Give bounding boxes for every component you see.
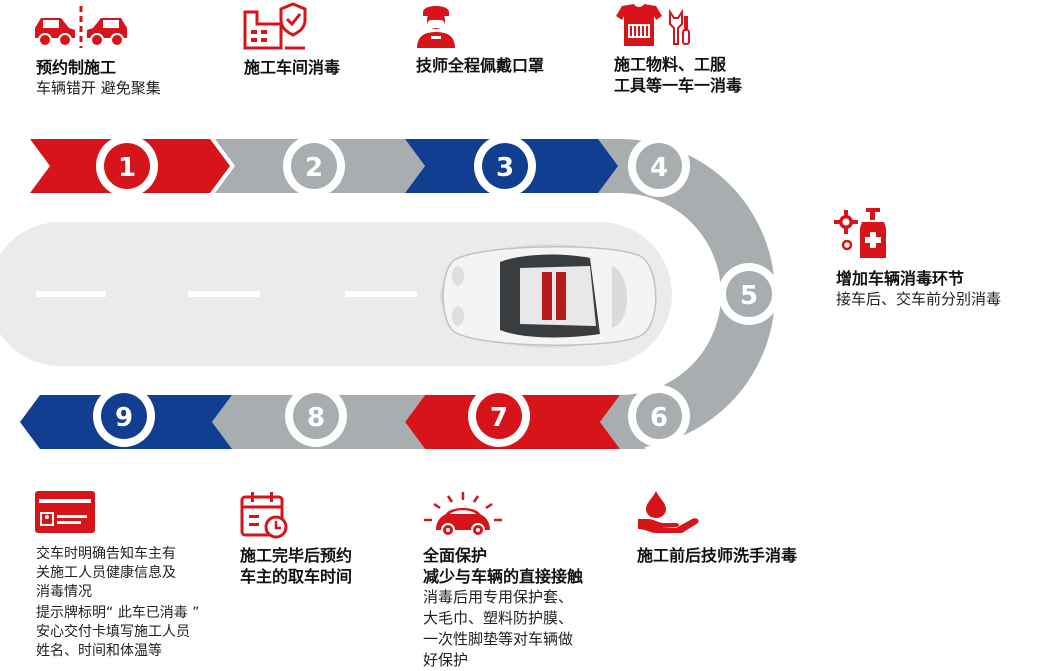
step-badge-3: 3 — [474, 135, 536, 197]
top-item-title: 施工车间消毒 — [244, 58, 341, 77]
step-number: 7 — [490, 403, 508, 433]
top-item-title: 预约制施工 — [36, 58, 117, 77]
curve-band — [620, 139, 775, 449]
bottom-item-2: 施工完毕后预约 车主的取车时间 — [240, 545, 352, 587]
technician-mask-icon — [417, 6, 455, 48]
step-number: 4 — [650, 153, 668, 183]
bottom-item-line: 一次性脚垫等对车辆做 — [423, 630, 574, 648]
step-badge-9: 9 — [93, 385, 155, 447]
disinfectant-gear-icon — [834, 208, 886, 258]
bottom-item-line: 关施工人员健康信息及 — [36, 565, 176, 581]
cars-distancing-icon — [35, 6, 127, 48]
top-item-4: 施工物料、工服 工具等一车一消毒 — [614, 54, 742, 96]
bottom-item-line: 消毒情况 — [36, 584, 92, 600]
hand-drop-icon — [638, 491, 699, 533]
bottom-item-title: 施工完毕后预约 — [240, 546, 353, 565]
bottom-item-line: 提示牌标明“ 此车已消毒 ” — [36, 605, 200, 621]
step-badge-1: 1 — [96, 135, 158, 197]
top-item-title: 技师全程佩戴口罩 — [416, 56, 545, 75]
top-item-sub: 车辆错开 避免聚集 — [36, 79, 161, 97]
uniform-tools-icon — [616, 4, 690, 46]
step-number: 9 — [115, 403, 133, 433]
bottom-item-line: 姓名、时间和体温等 — [36, 643, 162, 659]
right-item-title: 增加车辆消毒环节 — [836, 269, 965, 288]
lane-dash — [188, 291, 260, 297]
lane-dash — [345, 291, 417, 297]
bottom-item-line: 消毒后用专用保护套、 — [423, 588, 574, 606]
top-item-2: 施工车间消毒 — [244, 57, 340, 78]
step-badge-6: 6 — [628, 385, 690, 447]
lane-dash — [36, 291, 106, 297]
band-segment-4 — [598, 139, 625, 193]
step-number: 5 — [740, 281, 758, 311]
bottom-item-title: 全面保护 — [423, 546, 488, 565]
step-number: 6 — [650, 403, 668, 433]
step-badge-4: 4 — [628, 135, 690, 197]
bottom-item-line: 安心交付卡填写施工人员 — [36, 624, 190, 640]
calendar-clock-icon — [240, 492, 288, 539]
bottom-item-title-line2: 减少与车辆的直接接触 — [423, 567, 584, 586]
bottom-item-title-line2: 车主的取车时间 — [240, 567, 353, 586]
top-item-1: 预约制施工 车辆错开 避免聚集 — [36, 57, 161, 99]
bottom-item-line: 好保护 — [423, 651, 469, 669]
right-item: 增加车辆消毒环节 接车后、交车前分别消毒 — [836, 268, 1001, 310]
bottom-item-line: 交车时明确告知车主有 — [36, 546, 176, 562]
top-item-title: 施工物料、工服 — [614, 55, 727, 74]
step-number: 8 — [307, 403, 325, 433]
bottom-item-1: 交车时明确告知车主有 关施工人员健康信息及 消毒情况 提示牌标明“ 此车已消毒 … — [36, 545, 199, 661]
building-shield-icon — [243, 2, 307, 50]
bottom-item-4: 施工前后技师洗手消毒 — [637, 545, 797, 566]
step-badge-2: 2 — [283, 135, 345, 197]
step-number: 3 — [496, 153, 514, 183]
step-number: 1 — [118, 153, 136, 183]
step-number: 2 — [305, 153, 323, 183]
step-badge-8: 8 — [285, 385, 347, 447]
bottom-item-title: 施工前后技师洗手消毒 — [637, 546, 798, 565]
car-protection-icon — [424, 492, 502, 537]
step-badge-5: 5 — [718, 263, 780, 325]
step-badge-7: 7 — [468, 385, 530, 447]
bottom-item-3: 全面保护 减少与车辆的直接接触 消毒后用专用保护套、 大毛巾、塑料防护膜、 一次… — [423, 545, 583, 671]
bottom-item-line: 大毛巾、塑料防护膜、 — [423, 609, 574, 627]
id-card-icon — [35, 491, 95, 533]
top-item-title-line2: 工具等一车一消毒 — [614, 76, 743, 95]
right-item-sub: 接车后、交车前分别消毒 — [836, 290, 1002, 308]
car-top-view — [440, 244, 657, 348]
top-item-3: 技师全程佩戴口罩 — [416, 55, 544, 76]
